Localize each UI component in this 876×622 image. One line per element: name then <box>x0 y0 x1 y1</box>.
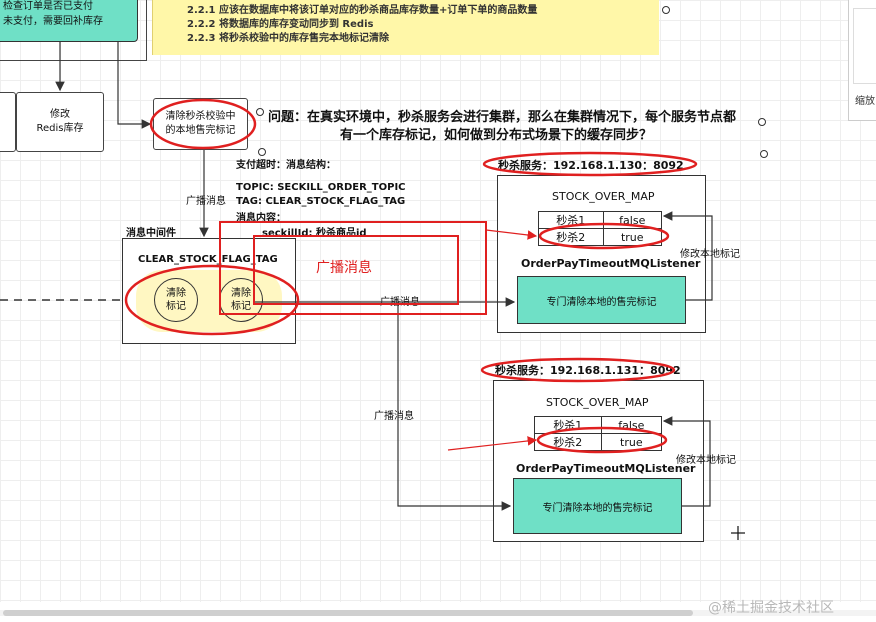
server2-modify-label: 修改本地标记 <box>676 455 736 466</box>
handle-dot-5 <box>760 150 768 158</box>
clear-flag-circle-1[interactable]: 清除 标记 <box>154 278 198 322</box>
server2-action-text: 专门清除本地的售完标记 <box>542 502 653 514</box>
server2-label: 秒杀服务：192.168.1.131：8092 <box>495 364 681 377</box>
red-ellipse-server1-row2 <box>538 222 670 250</box>
server1-label: 秒杀服务：192.168.1.130：8092 <box>498 159 684 172</box>
red-rect-broadcast-inner <box>253 235 459 305</box>
mq-title: 消息中间件 <box>126 228 176 239</box>
watermark: @稀土掘金技术社区 <box>708 600 834 616</box>
handle-dot-3 <box>758 118 766 126</box>
question-line2: 有一个库存标记，如何做到分布式场景下的缓存同步？ <box>340 128 653 143</box>
seckill-id-label: seckillId: 秒杀商品id <box>262 228 367 239</box>
circle2-line1: 清除 <box>231 288 251 299</box>
clear-local-line2: 的本地售完标记 <box>165 125 236 136</box>
format-side-panel[interactable]: 缩放 <box>848 0 876 121</box>
outer-frame <box>0 0 147 61</box>
steps-note[interactable]: 2.2.1 应该在数据库中将该订单对应的秒杀商品库存数量+订单下单的商品数量 2… <box>152 0 659 55</box>
big-broadcast-label: 广播消息 <box>316 260 372 276</box>
server2-action-box[interactable]: 专门清除本地的售完标记 <box>513 478 682 534</box>
arrow-to-clear-local <box>117 42 152 129</box>
broadcast-label-3: 广播消息 <box>374 411 414 422</box>
red-ellipse-clear-local <box>149 98 257 150</box>
handle-dot-4 <box>258 148 266 156</box>
note-step-1: 2.2.1 应该在数据库中将该订单对应的秒杀商品库存数量+订单下单的商品数量 <box>187 5 538 16</box>
red-ellipse-server2-label <box>480 357 676 383</box>
server1-map-title: STOCK_OVER_MAP <box>552 190 655 203</box>
arrow-server1-modify <box>662 211 713 301</box>
scrollbar-thumb[interactable] <box>3 610 693 616</box>
question-line1: 问题：在真实环境中，秒杀服务会进行集群，那么在集群情况下，每个服务节点都 <box>268 110 737 125</box>
note-step-2: 2.2.2 将数据库的库存变动同步到 Redis <box>187 19 374 30</box>
modify-redis-line1: 修改 <box>50 109 70 120</box>
circle2-line2: 标记 <box>231 301 251 312</box>
server1-action-box[interactable]: 专门清除本地的售完标记 <box>517 276 686 324</box>
table-row: 秒杀1 false <box>534 416 663 434</box>
circle1-line2: 标记 <box>166 301 186 312</box>
check-order-line1: 检查订单是否已支付 <box>3 1 93 12</box>
server2-listener: OrderPayTimeoutMQListener <box>516 462 696 475</box>
check-order-paid-box[interactable]: 检查订单是否已支付 未支付，需要回补库存 <box>0 0 138 42</box>
red-ellipse-mq-circles <box>124 264 300 336</box>
server1-action-text: 专门清除本地的售完标记 <box>546 296 657 308</box>
arrow-mq-to-server2 <box>397 302 512 511</box>
red-arrow-to-server2-row2 <box>447 436 538 451</box>
modify-redis-line2: Redis库存 <box>36 123 84 134</box>
tag-label: TAG: CLEAR_STOCK_FLAG_TAG <box>236 196 406 207</box>
server2-map-title: STOCK_OVER_MAP <box>546 396 649 409</box>
left-partial-box[interactable] <box>0 92 16 152</box>
table-cell-value: true <box>602 228 663 246</box>
topic-label: TOPIC: SECKILL_ORDER_TOPIC <box>236 182 406 193</box>
red-ellipse-server2-row2 <box>536 426 668 454</box>
crosshair-cursor-icon <box>731 526 745 540</box>
broadcast-label-1: 广播消息 <box>186 196 226 207</box>
red-ellipse-server1-label <box>482 151 698 177</box>
handle-dot-1 <box>256 108 264 116</box>
modify-redis-box[interactable]: 修改 Redis库存 <box>16 92 104 152</box>
payment-timeout-label: 支付超时：消息结构： <box>236 160 336 171</box>
note-step-3: 2.2.3 将秒杀校验中的库存售完本地标记清除 <box>187 33 389 44</box>
red-rect-broadcast-outer <box>219 221 487 315</box>
server1-listener: OrderPayTimeoutMQListener <box>521 257 701 270</box>
red-arrow-to-server1-row2 <box>485 229 538 240</box>
msg-content-label: 消息内容： <box>236 213 286 224</box>
handle-dot-2 <box>662 6 670 14</box>
check-order-line2: 未支付，需要回补库存 <box>3 16 103 27</box>
arrow-server2-modify <box>662 416 711 507</box>
clear-local-line1: 清除秒杀校验中 <box>165 111 236 122</box>
mq-tag-name: CLEAR_STOCK_FLAG_TAG <box>138 254 278 265</box>
server1-modify-label: 修改本地标记 <box>680 249 740 260</box>
zoom-label: 缩放 <box>855 96 875 107</box>
table-row: 秒杀2 true <box>538 228 663 246</box>
side-panel-inner-box <box>853 8 876 84</box>
circle1-line1: 清除 <box>166 288 186 299</box>
